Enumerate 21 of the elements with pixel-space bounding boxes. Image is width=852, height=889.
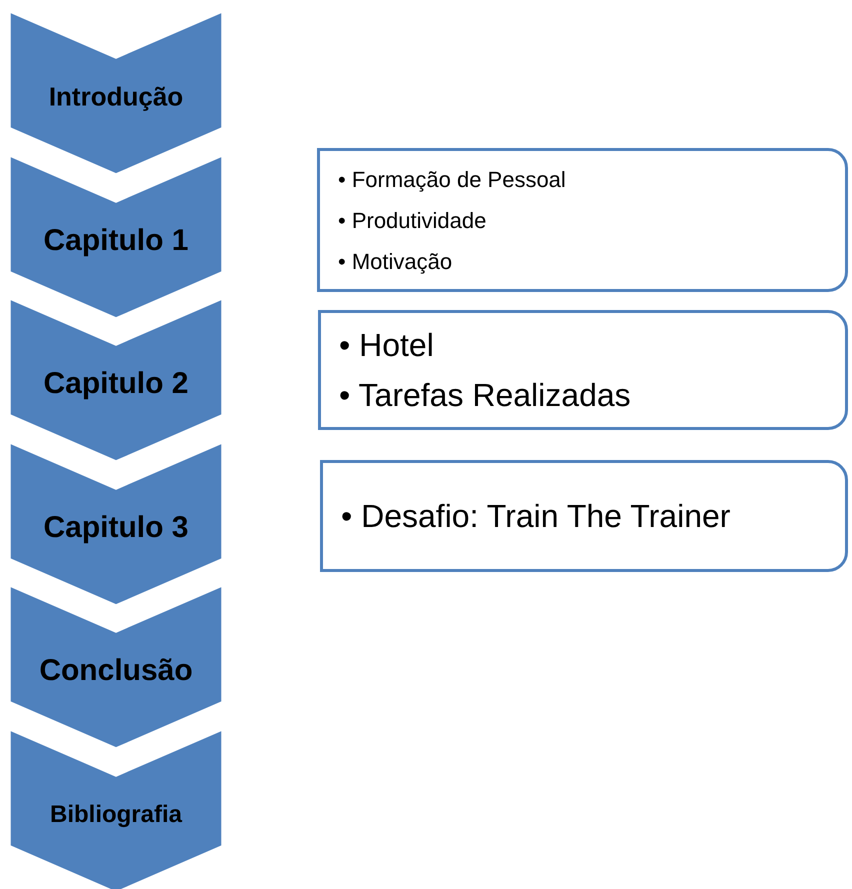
bullet-item: • Formação de Pessoal <box>338 166 567 194</box>
step-label: Capitulo 1 <box>42 224 190 258</box>
step-label: Capitulo 2 <box>42 367 190 402</box>
chevron-step <box>10 12 222 174</box>
chevron-step <box>10 442 222 605</box>
content-box <box>320 460 848 572</box>
bullet-item: • Hotel <box>339 326 435 365</box>
step-label: Bibliografia <box>48 801 184 829</box>
bullet-item: • Desafio: Train The Trainer <box>341 497 732 536</box>
chevron-step <box>10 730 222 889</box>
step-label: Conclusão <box>38 654 194 688</box>
step-label: Introdução <box>48 82 184 112</box>
step-label: Capitulo 3 <box>42 510 190 545</box>
chevron-step <box>10 299 222 462</box>
bullet-item: • Tarefas Realizadas <box>339 376 632 415</box>
content-box <box>317 148 848 292</box>
content-box <box>318 310 848 430</box>
chevron-step <box>10 156 222 318</box>
bullet-item: • Motivação <box>338 248 454 276</box>
bullet-item: • Produtividade <box>338 206 488 234</box>
chevron-step <box>10 586 222 748</box>
